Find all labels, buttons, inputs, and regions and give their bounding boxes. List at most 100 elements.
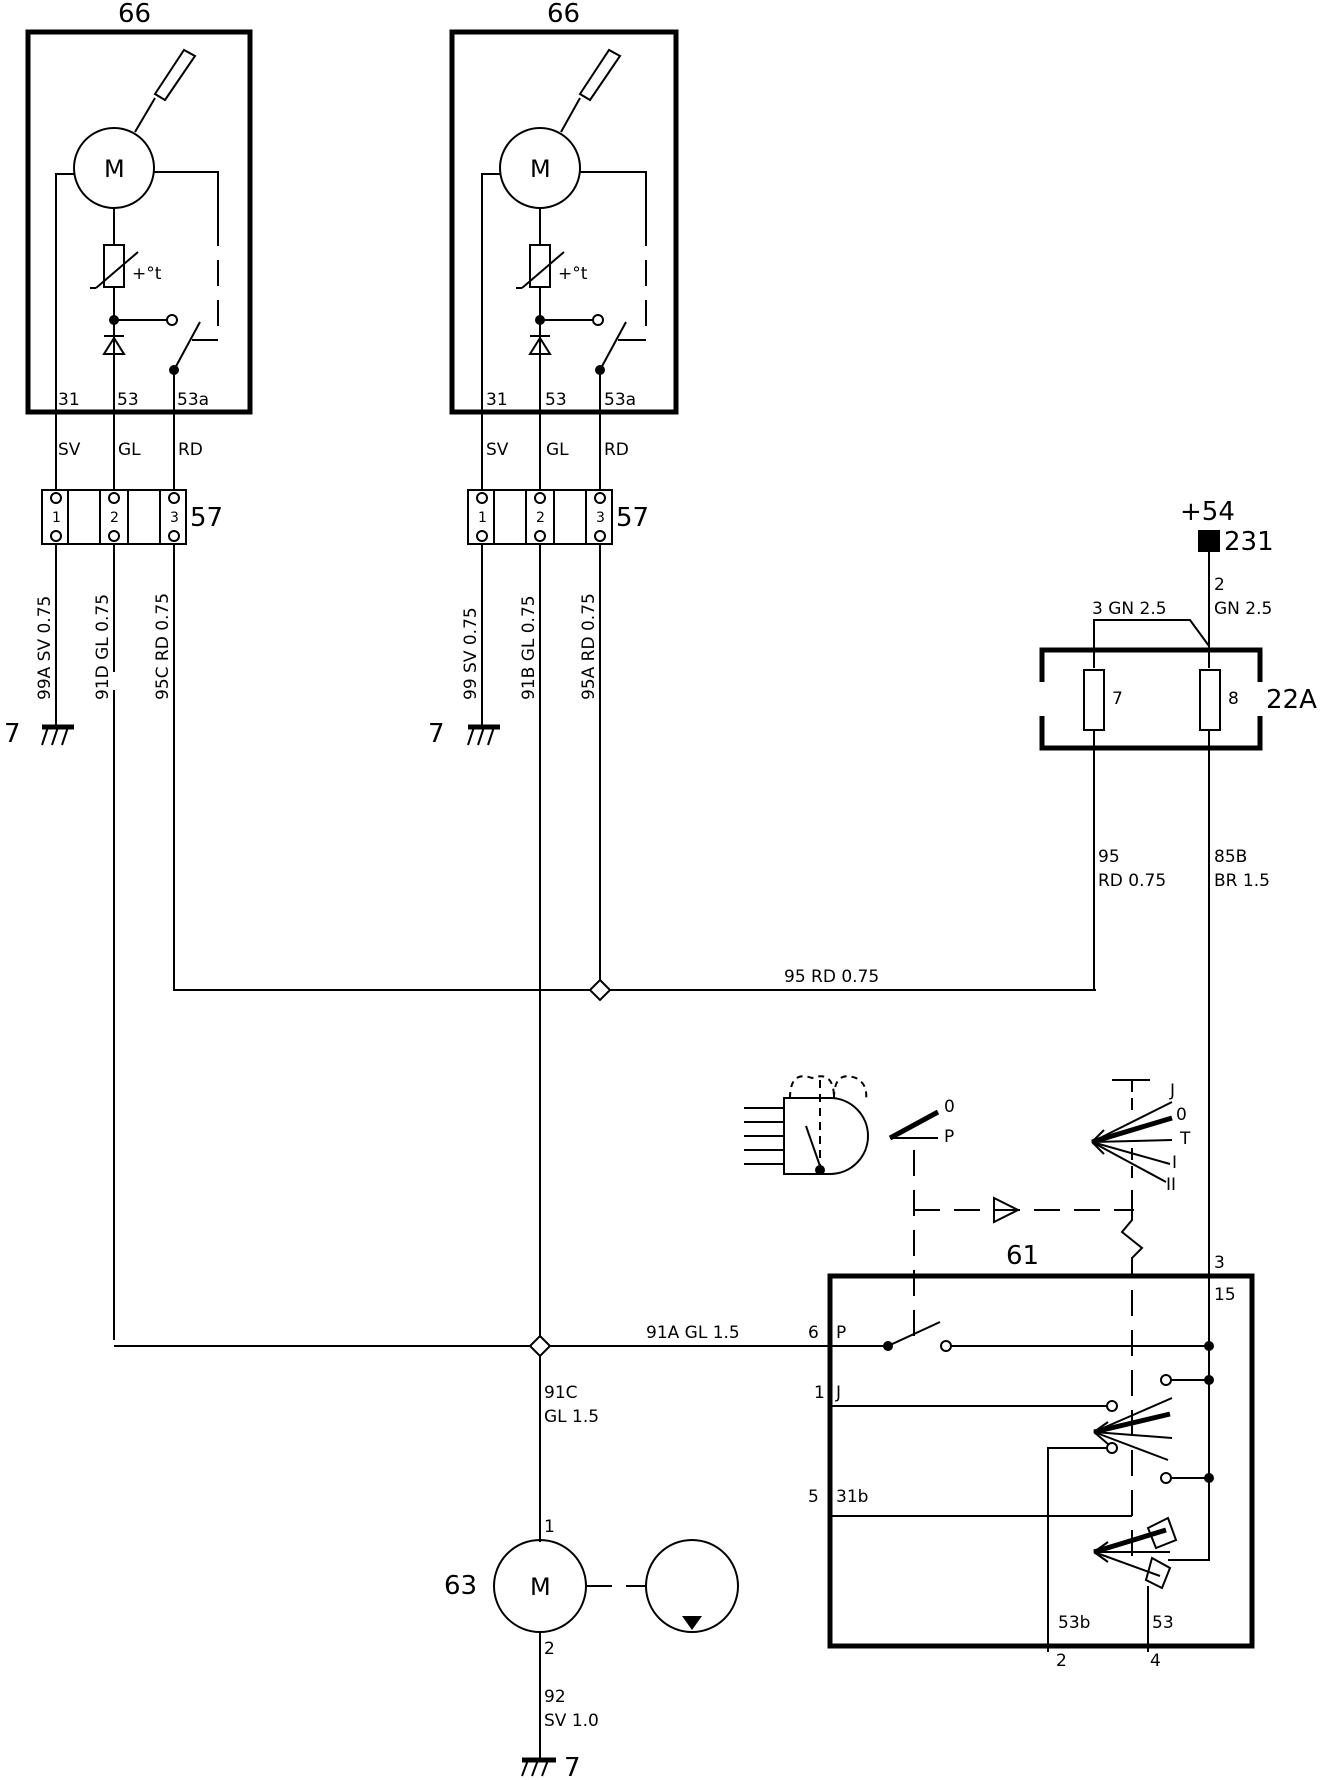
switch-pin-31b: 31b: [836, 1487, 868, 1507]
washer-pin-2: 2: [544, 1639, 555, 1659]
lamp-lever-icon: [888, 1109, 940, 1141]
switch-pin-3: 3: [1214, 1253, 1225, 1273]
wiper-switch: 61 3 15 6 P 1 J 5 31b 53b 53 2 4: [808, 1241, 1255, 1671]
connector-left: 1 2 3 57: [41, 489, 223, 545]
switch-pin-5: 5: [808, 1487, 819, 1507]
park-switch-icon: [599, 321, 627, 371]
power-terminal-icon: [1198, 530, 1220, 552]
fuse-7-icon: [1083, 669, 1105, 731]
washer-motor-m: M: [530, 1573, 551, 1601]
wire-95-spec: RD 0.75: [1098, 871, 1166, 891]
switch-pin-6: 6: [808, 1323, 819, 1343]
pin-53: 53: [545, 390, 567, 410]
lamp-pos-p: P: [944, 1127, 954, 1147]
fuse-8-label: 8: [1228, 689, 1239, 709]
wire-92-spec: SV 1.0: [544, 1711, 599, 1731]
switch-id: 61: [1006, 1241, 1039, 1271]
ground-left: 7: [4, 719, 74, 749]
lamp-pos-0: 0: [944, 1097, 955, 1117]
conn-pin-2: 2: [110, 510, 119, 526]
wire-2-num: 2: [1214, 575, 1225, 595]
ground-bottom-id: 7: [564, 1753, 581, 1780]
switch-out-4: 4: [1150, 1651, 1161, 1671]
motor-left-m: M: [104, 155, 125, 183]
conn-pin-3: 3: [596, 510, 605, 526]
wire-95c: 95C RD 0.75: [153, 593, 173, 700]
p-switch-icon: [887, 1321, 941, 1347]
switch-pin-p: P: [836, 1323, 846, 1343]
ground-mid: 7: [428, 719, 500, 749]
motor-mid-id: 66: [547, 0, 580, 29]
wire-91d: 91D GL 0.75: [93, 594, 113, 700]
park-switch-icon: [173, 321, 201, 371]
wire-95a: 95A RD 0.75: [579, 593, 599, 700]
wire-92-num: 92: [544, 1687, 566, 1707]
lever-pos-t: T: [1179, 1129, 1191, 1149]
pin-31: 31: [58, 390, 80, 410]
wire-95rd: 95 RD 0.75: [784, 967, 879, 987]
conn-pin-1: 1: [52, 510, 61, 526]
fuse-7-label: 7: [1112, 689, 1123, 709]
switch-lever-icon: [1093, 1411, 1171, 1435]
power-id: 231: [1224, 527, 1274, 557]
wire-91b: 91B GL 0.75: [519, 595, 539, 700]
ground-bottom: 7: [521, 1753, 581, 1780]
ground-left-id: 7: [4, 719, 21, 749]
connector-mid: 1 2 3 57: [467, 489, 649, 545]
switch-out-2: 2: [1056, 1651, 1067, 1671]
washer-pin-1: 1: [544, 1517, 555, 1537]
fuse-8-icon: [1199, 669, 1221, 731]
conn-pin-3: 3: [170, 510, 179, 526]
wiper-lever-icon: [1091, 1115, 1173, 1145]
lever-pos-j: J: [1169, 1081, 1175, 1101]
wiper-lever-symbol: J 0 T I II: [1091, 1079, 1191, 1195]
wire-color-rd: RD: [178, 440, 203, 460]
junction-95: [588, 978, 612, 1002]
wiper-motor-mid: 66 M +°t 31 53 53a: [449, 0, 679, 415]
pin-31: 31: [486, 390, 508, 410]
motor-left-id: 66: [118, 0, 151, 29]
wire-3gn: 3 GN 2.5: [1092, 599, 1167, 619]
wire-85b-spec: BR 1.5: [1214, 871, 1270, 891]
wire-color-gl: GL: [546, 440, 569, 460]
wire-color-rd: RD: [604, 440, 629, 460]
junction-91: [528, 1334, 552, 1358]
washer-motor-id: 63: [444, 1571, 477, 1601]
power-label: +54: [1180, 497, 1235, 527]
wire-85b-num: 85B: [1214, 847, 1247, 867]
wiper-blade-icon: [578, 48, 622, 102]
switch-pin-53b: 53b: [1058, 1613, 1090, 1633]
fuse-box-id: 22A: [1266, 685, 1317, 715]
wire-color-sv: SV: [486, 440, 509, 460]
wiper-blade-icon: [153, 48, 197, 102]
wire-99a: 99A SV 0.75: [35, 596, 55, 700]
lamp-symbol: 0 P: [744, 1075, 955, 1175]
fuse-box: 7 8 22A: [1038, 647, 1317, 751]
motor-mid-m: M: [530, 155, 551, 183]
switch-pin-53: 53: [1152, 1613, 1174, 1633]
wire-2-spec: GN 2.5: [1214, 599, 1272, 619]
wire-91c-num: 91C: [544, 1383, 578, 1403]
pin-53: 53: [117, 390, 139, 410]
wire-91c-spec: GL 1.5: [544, 1407, 599, 1427]
wire-color-gl: GL: [118, 440, 141, 460]
wire-color-sv: SV: [58, 440, 81, 460]
switch-pin-15: 15: [1214, 1285, 1236, 1305]
lever-pos-i: I: [1172, 1153, 1177, 1173]
connector-left-id: 57: [190, 503, 223, 533]
wire-99: 99 SV 0.75: [461, 607, 481, 700]
switch-pin-1: 1: [814, 1383, 825, 1403]
conn-pin-1: 1: [478, 510, 487, 526]
ground-mid-id: 7: [428, 719, 445, 749]
connector-mid-id: 57: [616, 503, 649, 533]
washer-motor: M 63 1 2: [444, 1517, 739, 1659]
thermal-label: +°t: [132, 264, 162, 284]
pin-53a: 53a: [604, 390, 636, 410]
pin-53a: 53a: [177, 390, 209, 410]
arrow-icon: [993, 1196, 1021, 1224]
lever-pos-0: 0: [1176, 1105, 1187, 1125]
wiper-motor-left: 66 M +°t 31 53 53a: [25, 0, 253, 415]
lever-pos-ii: II: [1166, 1175, 1176, 1195]
wire-95-num: 95: [1098, 847, 1120, 867]
